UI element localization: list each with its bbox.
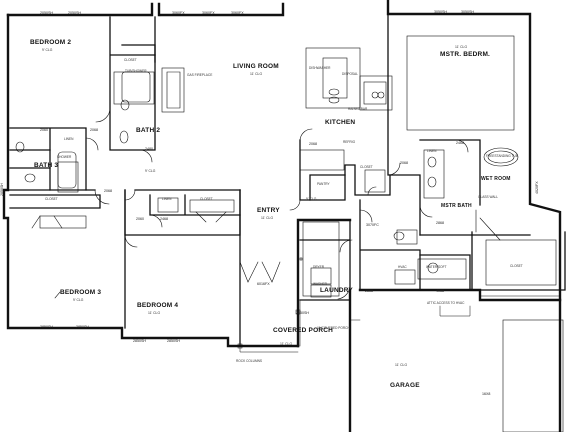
door-tag-attic: 4068 — [436, 289, 444, 293]
pantry-label: PANTRY — [317, 182, 330, 186]
closet-label-kitchen: CLOSET — [360, 165, 373, 169]
exterior-walls — [2, 0, 562, 432]
living-room-label: LIVING ROOM — [233, 63, 279, 70]
door-tag-bath2-a: 2068 — [90, 128, 98, 132]
ceiling-tag-garage: 11' CLG — [395, 363, 408, 367]
bedroom3-label: BEDROOM 3 — [60, 289, 102, 296]
ceiling-tag-pantry: 9' CLG — [306, 197, 317, 201]
linen-label-master: LINEN — [427, 149, 437, 153]
glass-wall-label: GLASS WALL — [478, 195, 499, 199]
porch-garage-outline — [237, 299, 471, 353]
fixtures — [15, 71, 519, 274]
entry-label: ENTRY — [257, 207, 280, 214]
hvac-label: HVAC — [398, 265, 407, 269]
bedroom4-label: BEDROOM 4 — [137, 302, 179, 309]
window-tag-bed4-a: 2850SH — [133, 339, 146, 343]
window-tag-top-mid-a: 3060FX — [172, 11, 185, 15]
window-tag-top-left-a: 2050SH — [40, 11, 53, 15]
entry-ceiling: 11' CLG — [261, 216, 274, 220]
door-tag-linen: 2468 — [160, 217, 168, 221]
window-tag-porch: 2850SH — [296, 311, 309, 315]
window-tag-front: 6016FX — [257, 282, 270, 286]
dryer-label: DRYER — [313, 265, 325, 269]
refrig-label: REFRIG — [343, 140, 356, 144]
door-tag-hall: 2068 — [104, 189, 112, 193]
window-tag-top-right-a: 3050SH — [434, 10, 447, 14]
bath2-label: BATH 2 — [136, 127, 161, 134]
interior-walls — [7, 13, 566, 346]
garage-label: GARAGE — [390, 382, 420, 389]
bedroom2-ceiling: 9' CLG — [42, 48, 53, 52]
covered-porch-ceiling: 11' CLG — [280, 342, 293, 346]
closet-label-bed4: CLOSET — [200, 197, 213, 201]
raised-bar-label: RAISED BAR — [348, 107, 368, 111]
bath3-label: BATH 3 — [34, 162, 59, 169]
door-tag-garage: 2868 — [365, 289, 373, 293]
dishwasher-label: DISHWASHER — [309, 66, 331, 70]
door-tag-wetroom: 2468 — [456, 141, 464, 145]
window-tag-left-side: 2050SH — [0, 183, 4, 196]
door-tag-pantry: 2068 — [309, 142, 317, 146]
cabinetry — [39, 35, 564, 432]
door-tag-closet: 2068 — [400, 161, 408, 165]
gas-fireplace-label: GAS FIREPLACE — [187, 73, 213, 77]
shower-label-bath3: SHOWER — [57, 155, 72, 159]
wet-room-label: WET ROOM — [481, 176, 511, 182]
closet-label-bed3: CLOSET — [45, 197, 58, 201]
ceiling-tag-hall: 9' CLG — [145, 169, 156, 173]
washer-label: WASHER — [313, 282, 327, 286]
window-tag-top-mid-c: 3060FX — [231, 11, 244, 15]
linen-label-bath: LINEN — [64, 137, 74, 141]
freestanding-tub-label: FREESTANDING TUB — [486, 154, 518, 158]
door-tag-bed4: 2060 — [136, 217, 144, 221]
door-tag-mstr-closet: 2868 — [436, 221, 444, 225]
window-tag-top-mid-b: 3060FX — [202, 11, 215, 15]
closet-label-master: CLOSET — [510, 264, 523, 268]
master-bath-label: MSTR BATH — [441, 203, 472, 209]
window-tag-right-side: 4020FX — [535, 181, 539, 194]
window-tag-bed3-a: 2850SH — [40, 325, 53, 329]
linen-label-hall: LINEN — [162, 197, 172, 201]
bedroom2-label: BEDROOM 2 — [30, 39, 72, 46]
master-bedroom-label: MSTR. BEDRM. — [440, 51, 491, 58]
kitchen-label: KITCHEN — [325, 119, 356, 126]
attic-access-label: ATTIC ACCESS TO HVAC — [427, 301, 465, 305]
door-tag-bath2-b: 2480 — [145, 147, 153, 151]
laundry-label: LAUNDRY — [320, 287, 353, 294]
garage-door-tag: 16X8 — [482, 392, 491, 396]
rock-columns-label: ROCK COLUMNS — [236, 359, 263, 363]
bedroom4-ceiling: 11' CLG — [148, 311, 161, 315]
water-soft-label: WATER SOFT — [426, 265, 447, 269]
window-tag-bed3-b: 2850SH — [76, 325, 89, 329]
bedroom3-ceiling: 9' CLG — [73, 298, 84, 302]
master-bedroom-ceiling: 11' CLG — [455, 45, 468, 49]
door-tag-bath3: 2060 — [40, 128, 48, 132]
door-tag-mstr: 3070FC — [366, 223, 379, 227]
window-tag-top-left-b: 2050SH — [68, 11, 81, 15]
closet-label-bed2: CLOSET — [124, 58, 137, 62]
window-tag-bed4-b: 2850SH — [167, 339, 180, 343]
uncovered-porch-label: UNCOVERED PORCH — [317, 326, 350, 330]
covered-porch-label: COVERED PORCH — [273, 327, 334, 334]
tub-shower-label: TUB/SHOWER — [125, 69, 147, 73]
door-swings — [31, 107, 469, 300]
living-room-ceiling: 11' CLG — [250, 72, 263, 76]
disposal-label: DISPOSAL — [342, 72, 358, 76]
window-tag-top-right-b: 3050SH — [461, 10, 474, 14]
